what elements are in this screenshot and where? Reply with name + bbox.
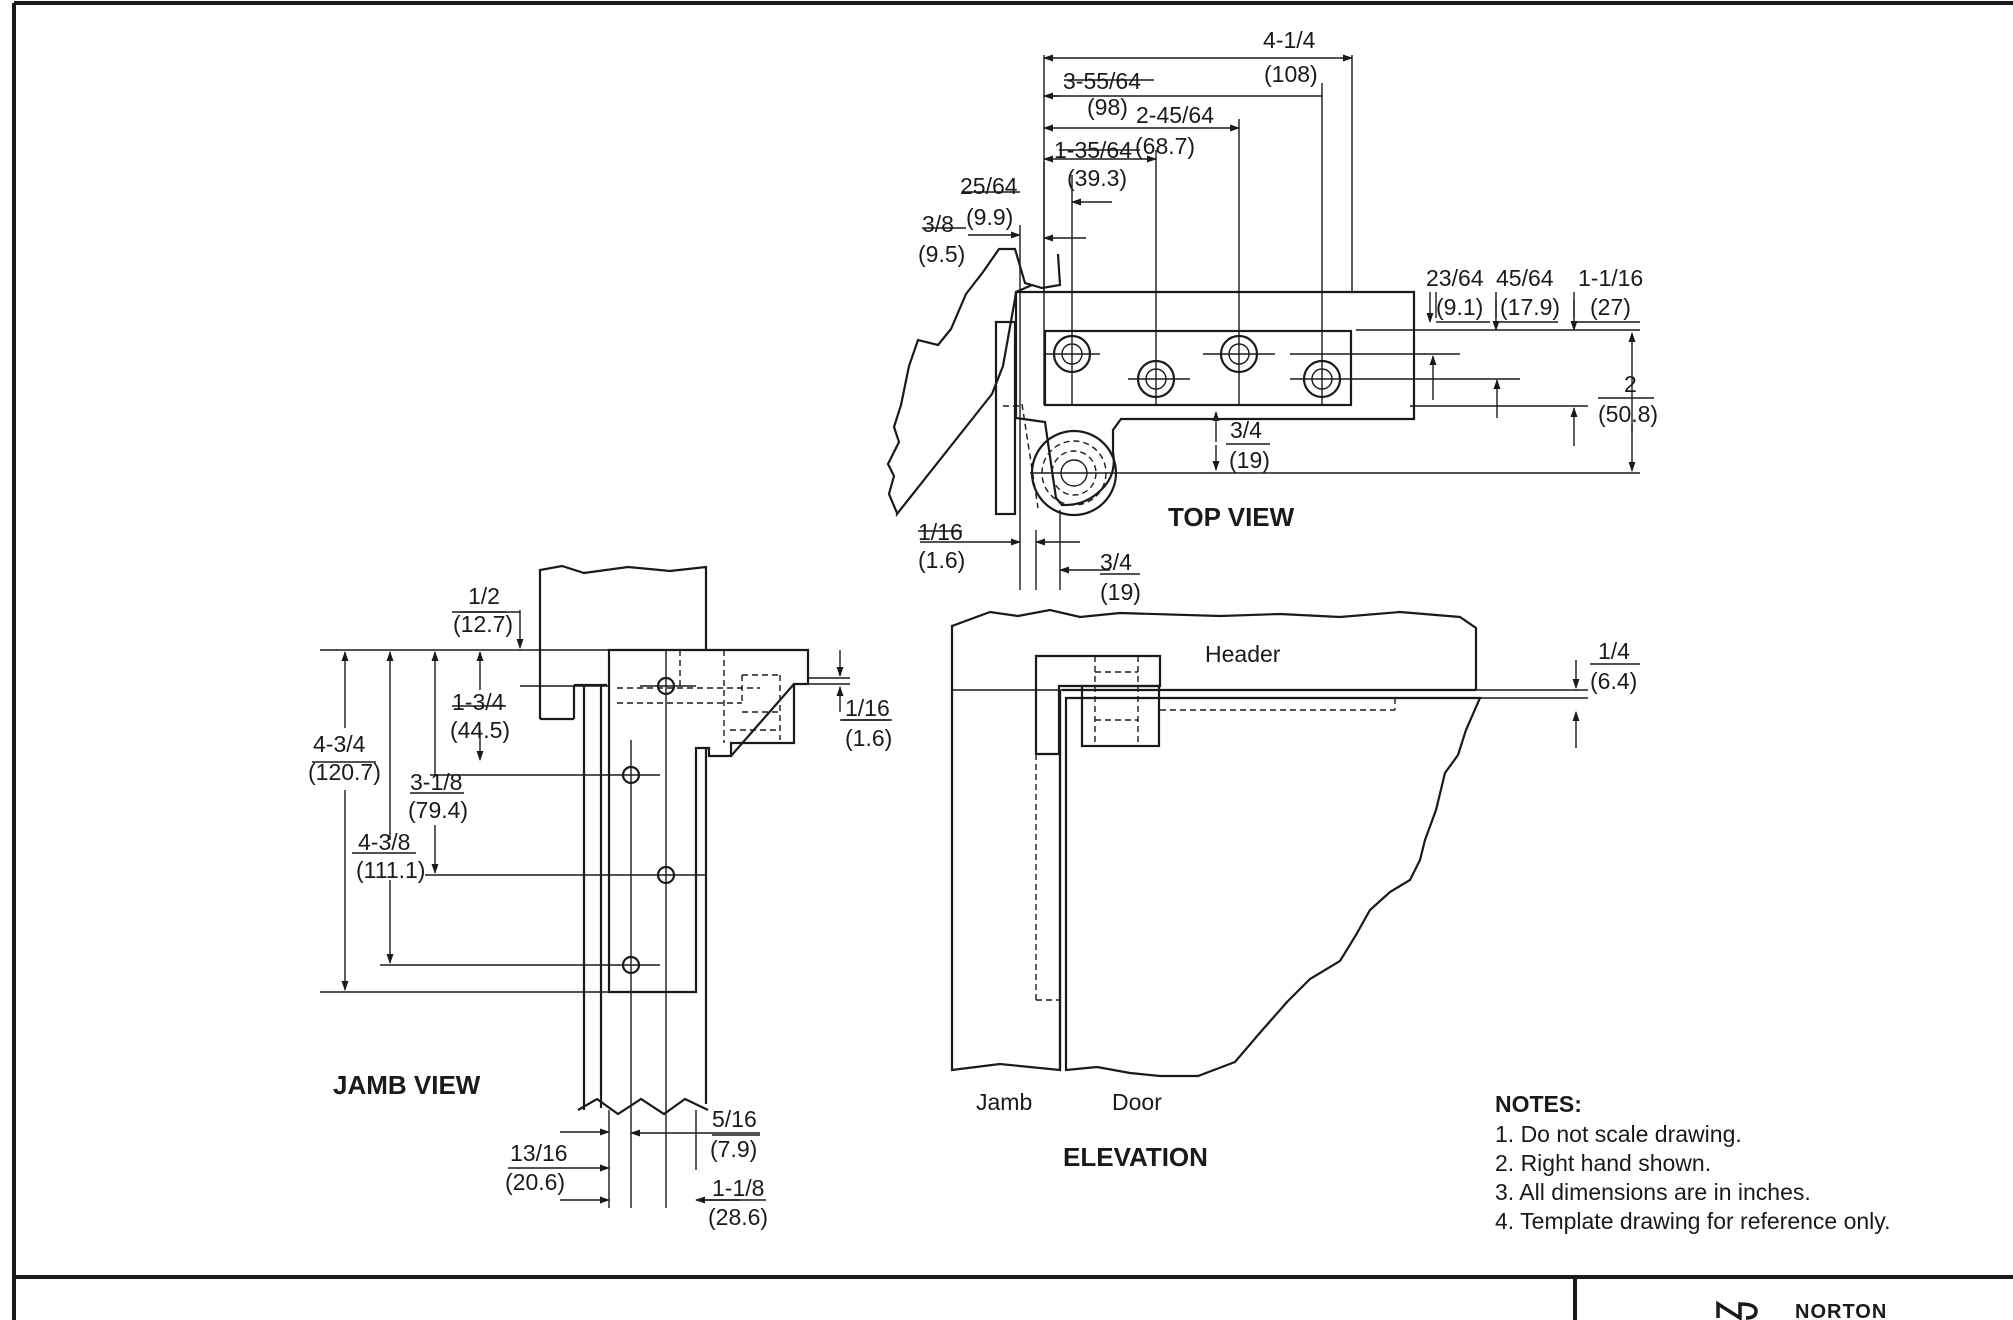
jamb-dim-20-6: (20.6) [505, 1169, 565, 1195]
note-4: 4. Template drawing for reference only. [1495, 1208, 1890, 1234]
note-2: 2. Right hand shown. [1495, 1150, 1711, 1176]
jamb-dimension-lines [312, 610, 892, 1204]
top-hinge-body [1014, 290, 1416, 507]
top-hidden-line-1 [1021, 403, 1039, 509]
top-dim-25-64: 25/64 [960, 173, 1018, 199]
elevation-view: 1/4 (6.4) Header Jamb Door ELEVATION [950, 608, 1640, 1172]
jamb-view: 1/2 (12.7) 1-3/4 (44.5) 4-3/4 (120.7) 3-… [308, 564, 892, 1230]
jamb-dim-5-16: 5/16 [712, 1106, 757, 1132]
jamb-dim-4-3-4: 4-3/4 [313, 731, 366, 757]
top-centerlines [1019, 55, 1640, 590]
elevation-hinge-top [1034, 654, 1162, 756]
jamb-dim-28-6: (28.6) [708, 1204, 768, 1230]
elevation-hinge-bottom [1080, 684, 1161, 748]
top-leaf-plate [1043, 329, 1353, 407]
jamb-header-block [538, 564, 708, 719]
jamb-dim-1-16: 1/16 [845, 695, 890, 721]
jamb-dim-1-6: (1.6) [845, 725, 892, 751]
jamb-label: Jamb [976, 1089, 1032, 1115]
jamb-dim-1-1-8: 1-1/8 [712, 1175, 764, 1201]
elevation-dim-1-4: 1/4 [1598, 638, 1630, 664]
top-dim-3-8: 3/8 [922, 211, 954, 237]
top-dim-1-35-64: 1-35/64 [1054, 137, 1132, 163]
top-jamb-plate [994, 320, 1017, 516]
top-dim-19-b: (19) [1100, 579, 1141, 605]
jamb-dim-12-7: (12.7) [453, 611, 513, 637]
top-dimension-labels: 4-1/4 (108) 3-55/64 (98) 2-45/64 (68.7) … [918, 27, 1658, 605]
jamb-centerlines [320, 649, 850, 1208]
top-dim-19-a: (19) [1229, 447, 1270, 473]
jamb-dim-111-1: (111.1) [356, 857, 425, 883]
top-dim-50-8: (50.8) [1598, 401, 1658, 427]
notes-title: NOTES: [1495, 1091, 1582, 1117]
top-dim-4-1-4: 4-1/4 [1263, 27, 1316, 53]
top-dim-23-64: 23/64 [1426, 265, 1484, 291]
note-1: 1. Do not scale drawing. [1495, 1121, 1742, 1147]
jamb-dim-1-3-4: 1-3/4 [452, 689, 505, 715]
jamb-dim-13-16: 13/16 [510, 1140, 568, 1166]
jamb-dim-4-3-8: 4-3/8 [358, 829, 410, 855]
jamb-dim-79-4: (79.4) [408, 797, 468, 823]
door-label: Door [1112, 1089, 1162, 1115]
top-dim-1-1-16: 1-1/16 [1578, 265, 1643, 291]
jamb-view-title: JAMB VIEW [333, 1070, 481, 1100]
elevation-door [1064, 696, 1482, 1078]
elevation-header [950, 608, 1478, 690]
top-dim-27: (27) [1590, 294, 1631, 320]
top-dim-9-9: (9.9) [966, 204, 1013, 230]
sheet-border [12, 1, 2013, 1320]
norton-logo: NORTON [1716, 1300, 1887, 1320]
notes-block: NOTES: 1. Do not scale drawing. 2. Right… [1495, 1091, 1890, 1234]
top-dim-9-1: (9.1) [1436, 294, 1483, 320]
top-screw-holes [1052, 334, 1342, 399]
jamb-dim-44-5: (44.5) [450, 717, 510, 743]
top-dim-3-55-64: 3-55/64 [1063, 68, 1141, 94]
top-dim-108: (108) [1264, 61, 1318, 87]
note-3: 3. All dimensions are in inches. [1495, 1179, 1811, 1205]
elevation-jamb [950, 690, 1062, 1072]
top-dim-9-5: (9.5) [918, 241, 965, 267]
top-dim-68-7: (68.7) [1135, 133, 1195, 159]
jamb-dim-1-2: 1/2 [468, 583, 500, 609]
top-dim-98: (98) [1087, 94, 1128, 120]
top-view: 4-1/4 (108) 3-55/64 (98) 2-45/64 (68.7) … [886, 27, 1658, 605]
elevation-dimension-lines [952, 660, 1640, 748]
top-dim-3-4-a: 3/4 [1230, 417, 1262, 443]
elevation-dim-6-4: (6.4) [1590, 668, 1637, 694]
top-dim-17-9: (17.9) [1500, 294, 1560, 320]
top-dimension-lines [918, 54, 1654, 575]
top-dim-2: 2 [1624, 371, 1637, 397]
elevation-hidden-lines [1035, 656, 1396, 1001]
elevation-title: ELEVATION [1063, 1142, 1208, 1172]
norton-logo-mark [1716, 1300, 1758, 1320]
top-dim-1-6: (1.6) [918, 547, 965, 573]
jamb-hidden-lines [617, 650, 781, 743]
brand-name: NORTON [1795, 1301, 1887, 1320]
jamb-chamfer [730, 683, 795, 757]
top-dim-2-45-64: 2-45/64 [1136, 102, 1214, 128]
jamb-break [577, 1097, 709, 1116]
top-dim-3-4-b: 3/4 [1100, 549, 1132, 575]
top-view-title: TOP VIEW [1168, 502, 1295, 532]
jamb-dim-3-1-8: 3-1/8 [410, 769, 462, 795]
jamb-dimension-labels: 1/2 (12.7) 1-3/4 (44.5) 4-3/4 (120.7) 3-… [308, 583, 892, 1230]
top-dim-39-3: (39.3) [1067, 165, 1127, 191]
top-dim-45-64: 45/64 [1496, 265, 1554, 291]
top-dim-1-16: 1/16 [918, 519, 963, 545]
top-wall-break [886, 247, 1062, 518]
jamb-dim-7-9: (7.9) [710, 1136, 757, 1162]
header-label: Header [1205, 641, 1281, 667]
jamb-dim-120-7: (120.7) [308, 759, 381, 785]
